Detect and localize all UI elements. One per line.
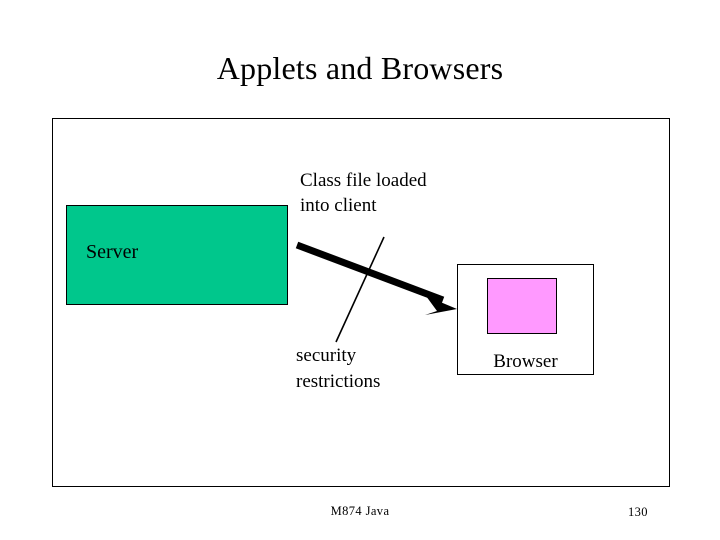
class-file-caption-line-2: into client: [300, 195, 377, 216]
page-number: 130: [628, 505, 648, 519]
security-restrictions-caption: security restrictions: [296, 343, 476, 395]
browser-label: Browser: [493, 351, 558, 372]
server-label: Server: [86, 241, 139, 263]
class-file-caption-line-1: Class file loaded: [300, 170, 427, 191]
server-box: [66, 205, 288, 305]
class-file-caption: Class file loaded into client: [300, 168, 500, 218]
footer-label: M874 Java: [330, 504, 390, 518]
page-title: Applets and Browsers: [216, 50, 504, 86]
applet-area-rect: [487, 278, 557, 334]
security-caption-line-1: security: [296, 345, 357, 366]
security-caption-line-2: restrictions: [296, 371, 381, 392]
